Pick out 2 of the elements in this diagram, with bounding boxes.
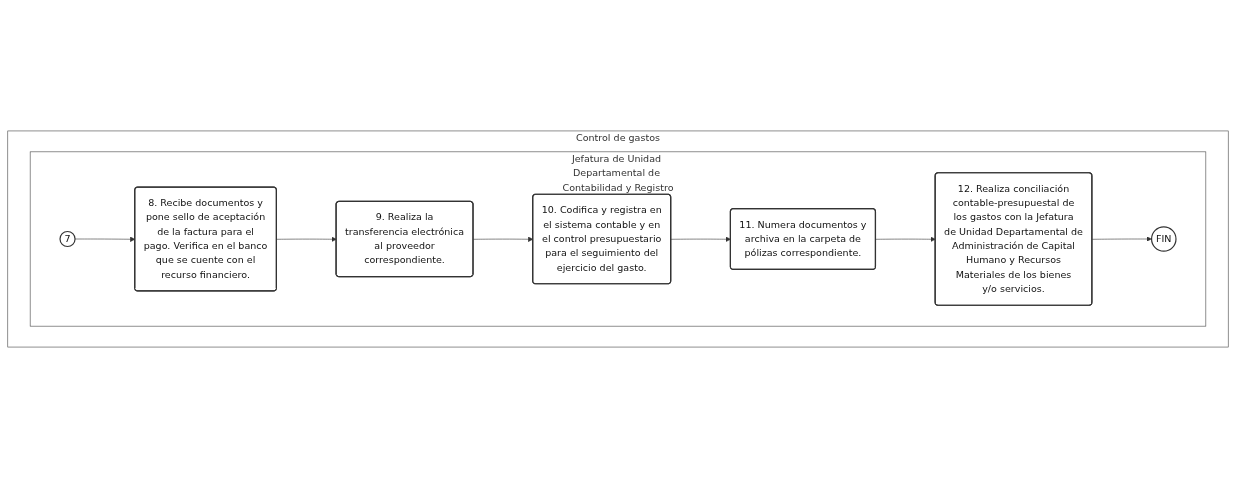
- node-circle: 7: [59, 230, 76, 248]
- node-circle: FIN: [1151, 226, 1177, 252]
